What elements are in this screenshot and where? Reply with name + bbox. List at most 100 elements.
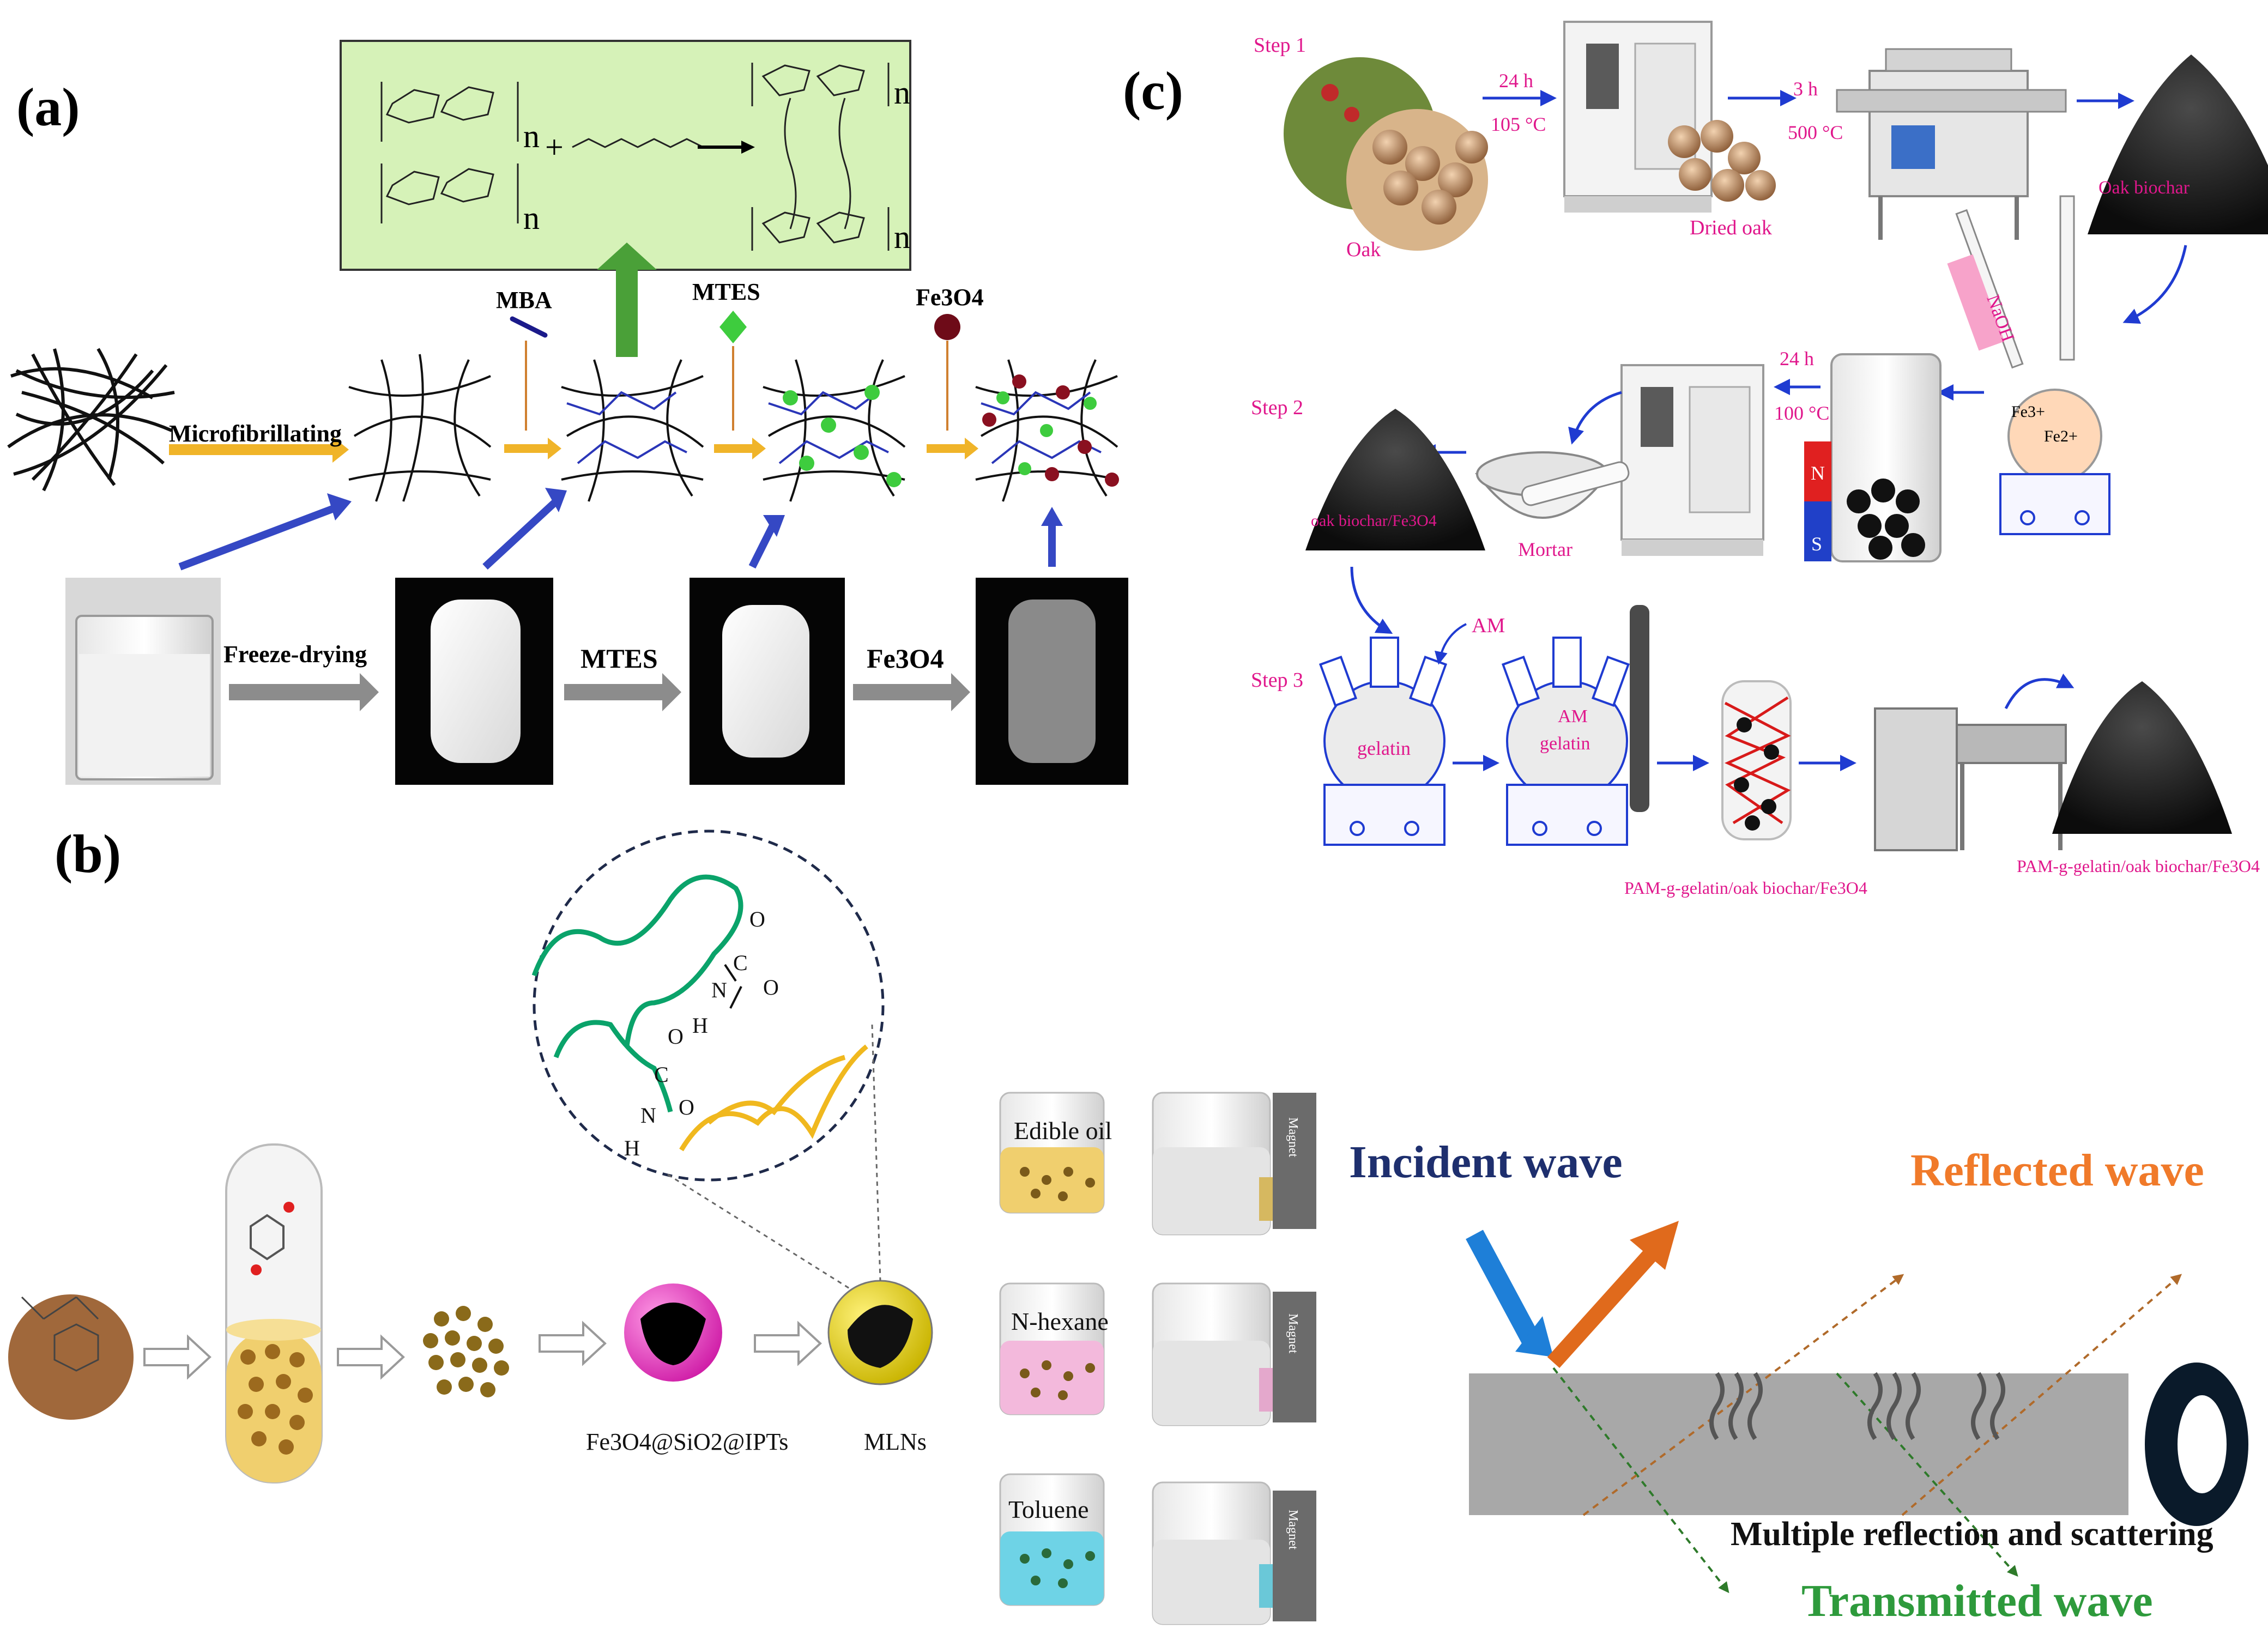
test-tube [225,1143,323,1483]
mba-molecule [572,138,704,148]
oven2-time-label: 24 h [1780,348,1814,370]
arrow-product-to-flask [1350,566,1393,634]
mlns-label: MLNs [864,1428,927,1455]
reagent-mba-label: MBA [496,287,552,313]
pam-label-1: PAM-g-gelatin/oak biochar/Fe3O4 [1624,878,1867,898]
panel-c: (c) Step 1 Step 2 Step 3 Oak 24 h 105 °C [1123,21,2268,898]
mtes-step-label: MTES [580,643,658,674]
step-1-label: Step 1 [1254,34,1306,57]
cellulose-unit-top [380,82,519,142]
tube-furnace [1836,48,2067,240]
subscript-n-4: n [894,219,910,255]
process-arrows-yellow [169,437,978,463]
mba-stick-icon [510,316,548,338]
aerogel-photo-1 [395,578,553,785]
solvent-vial-n-hexane [999,1282,1316,1426]
subscript-n-2: n [523,200,540,236]
biochar-fe3o4-pile [1305,409,1485,550]
aerogel-photo-3 [976,578,1128,785]
incident-wave-label: Incident wave [1349,1137,1623,1188]
vial-3-solvent-label: Toluene [1008,1495,1089,1523]
zoom-atom-n2: N [640,1103,656,1128]
zoom-circle [531,829,885,1290]
zoom-atom-h2: H [624,1136,640,1160]
arrow-machine-to-final [2004,673,2075,710]
zoom-atom-c2: C [654,1062,669,1087]
panel-a: (a) n n + [7,40,1128,785]
am-label-2: AM [1558,706,1588,726]
network-4 [975,359,1119,502]
mln-particle [827,1280,933,1385]
reflected-wave-label: Reflected wave [1910,1145,2204,1196]
furnace-time-label: 3 h [1793,78,1818,100]
grinding-machine [1874,707,2067,851]
reflected-wave-arrow [1547,1221,1679,1369]
lignin-particle [8,1294,134,1420]
magnetic-particle-cluster [423,1306,509,1397]
zoom-atom-h1: H [692,1013,708,1038]
final-product-pile [2052,681,2232,834]
mortar-label: Mortar [1518,538,1573,560]
reagent-drop-lines [525,341,948,431]
biochar-fe3o4-label: oak biochar/Fe3O4 [1311,512,1437,530]
furnace-temp-label: 500 °C [1788,122,1843,143]
vial-3-magnet-label: Magnet [1286,1510,1300,1550]
zoom-atom-o2: O [763,975,779,1000]
pam-label-2: PAM-g-gelatin/oak biochar/Fe3O4 [2017,856,2260,876]
suspension-beaker-photo [65,578,221,785]
fe2-label: Fe2+ [2044,427,2078,445]
magnet-n-label: N [1811,462,1825,484]
gelatin-flask-2 [1501,605,1649,846]
reaction-flask-setup [1947,195,2110,535]
absorber-ring [2145,1363,2248,1526]
process-arrows-grey [229,673,970,711]
reagent-fe3o4-label: Fe3O4 [916,284,984,311]
dried-oak-label: Dried oak [1690,216,1772,239]
network-2 [561,359,704,502]
zoom-atom-o3: O [668,1024,684,1049]
arrow-oven2-to-mortar [1568,391,1622,445]
multiple-reflection-label: Multiple reflection and scattering [1731,1516,2213,1553]
oak-label: Oak [1346,238,1381,261]
hydrogel-cylinder [1721,680,1792,840]
am-label-1: AM [1472,614,1505,637]
magnet-s-label: S [1811,533,1822,555]
oven1-time-label: 24 h [1499,70,1533,92]
vial-1-magnet-label: Magnet [1286,1117,1300,1158]
freeze-drying-label: Freeze-drying [223,641,367,668]
subscript-n-1: n [523,118,540,154]
particle-label: Fe3O4@SiO2@IPTs [586,1428,788,1455]
core-shell-particle [624,1283,722,1382]
oak-biochar-label: Oak biochar [2098,178,2190,198]
panel-a-label: (a) [16,77,80,137]
oven1-temp-label: 105 °C [1491,113,1546,135]
crosslinked-product [751,63,890,251]
scatter-paths [1552,1274,2182,1594]
plus-sign: + [545,129,564,165]
vial-1-solvent-label: Edible oil [1014,1117,1112,1145]
panel-b: (b) [8,824,2248,1626]
wave-interaction-diagram [1466,1221,2248,1594]
step-3-label: Step 3 [1251,669,1303,692]
panel-b-label: (b) [55,824,121,884]
fe3o4-dot-icon [934,314,960,340]
solvent-vial-edible-oil [999,1092,1316,1236]
gelatin-label-2: gelatin [1540,734,1590,754]
zoom-atom-c1: C [733,950,748,975]
oak-acorns-image [1284,57,1488,251]
am-arrow [1435,623,1467,665]
raw-fiber-bundle [7,348,175,492]
zoom-atom-o1: O [749,907,765,931]
step-2-label: Step 2 [1251,396,1303,419]
zoom-atom-o4: O [679,1095,694,1119]
subscript-n-3: n [894,75,910,111]
process-arrows-blue [178,498,1056,571]
reagent-mtes-label: MTES [692,278,760,305]
solvent-vial-toluene [999,1473,1316,1625]
mortar-and-pestle [1474,451,1630,519]
microfibrillating-label: Microfibrillating [169,420,342,447]
absorber-slab [1469,1373,2128,1515]
fe3o4-step-label: Fe3O4 [867,643,944,674]
vial-2-solvent-label: N-hexane [1011,1307,1109,1335]
